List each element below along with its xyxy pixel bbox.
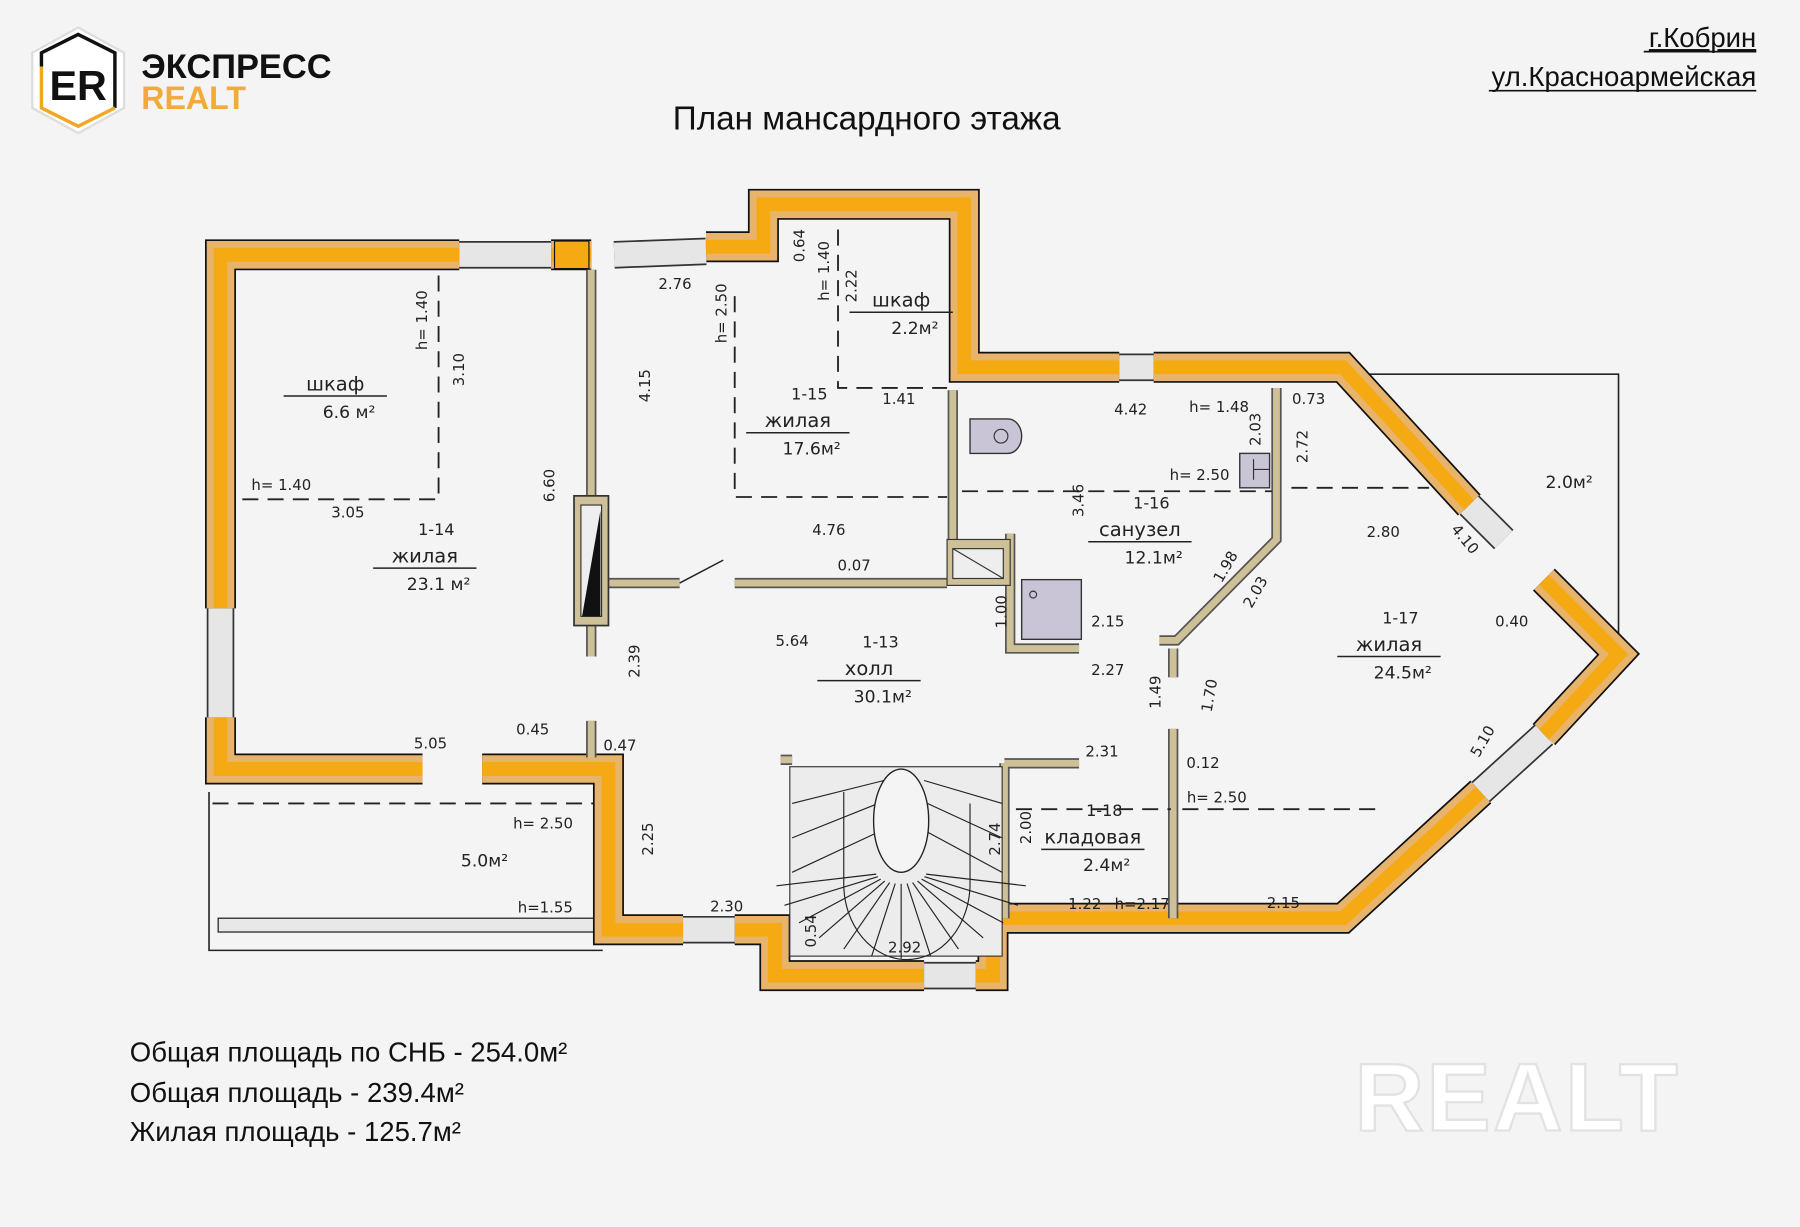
room-number: 1-15 [791,384,827,403]
summary-total-area: Общая площадь - 239.4м² [130,1077,464,1108]
dimension-label: 2.74 [986,822,1004,855]
room-label: шкаф 6.6 м² [283,372,387,423]
sink-icon [1239,452,1271,489]
dimension-label: 3.10 [450,353,468,386]
dimension-label: 5.64 [776,632,809,650]
dimension-label: h= 2.50 [513,815,573,833]
room-number: 1-14 [418,520,454,539]
dimension-label: 2.76 [658,275,691,293]
dimension-label: 1.70 [1198,678,1221,714]
dimension-label: 0.07 [837,556,870,574]
dimension-label: h=1.55 [518,899,573,917]
toilet-icon [969,418,1023,455]
dimension-label: h= 1.40 [815,241,833,301]
dimension-label: 0.12 [1186,754,1219,772]
room-number: 1-18 [1086,801,1122,820]
room-area: 17.6м² [783,440,841,460]
dimension-label: 4.15 [636,369,654,402]
room-area: 6.6 м² [323,403,376,423]
dimension-label: 0.73 [1292,390,1325,408]
dimension-label: 5.10 [1467,722,1499,760]
dimension-label: 3.05 [331,504,364,522]
dimension-label: 1.49 [1147,676,1165,709]
dimension-label: 2.30 [710,897,743,915]
summary-snb-area: Общая площадь по СНБ - 254.0м² [130,1037,567,1068]
watermark: REALT [1355,1045,1681,1152]
dimension-label: 2.31 [1085,742,1118,760]
summary-living-area: Жилая площадь - 125.7м² [130,1116,461,1147]
dimension-label: 0.54 [802,914,820,947]
dimension-label: h= 2.50 [713,283,731,343]
dimension-label: h= 1.48 [1189,398,1249,416]
room-area: 2.0м² [1546,473,1593,493]
room-number: 1-16 [1133,493,1169,512]
dimension-label: 2.72 [1293,430,1311,463]
room-name: санузел [1099,518,1181,541]
logo-line1: ЭКСПРЕСС [141,48,331,86]
dimension-label: 2.92 [888,939,921,957]
room-number: 1-17 [1382,608,1418,627]
logo: ER ЭКСПРЕСС REALT [31,26,332,135]
dimension-label: 0.45 [516,721,549,739]
room-label: 1-14 жилая 23.1 м² [373,520,477,595]
address-city: г.Кобрин [1649,22,1756,53]
dimension-label: 0.47 [603,737,636,755]
dimension-label: 2.03 [1246,413,1264,446]
shower-icon [1020,578,1083,641]
logo-line2: REALT [141,80,246,116]
room-label: 2.0м² [1546,473,1593,493]
dimension-label: 0.40 [1495,613,1528,631]
dimension-label: 4.76 [812,521,845,539]
dimension-label: h=2.17 [1115,895,1170,913]
dimension-label: 1.00 [993,595,1011,628]
dimension-label: h= 2.50 [1170,466,1230,484]
room-label: шкаф 2.2м² [849,288,953,339]
staircase [776,766,1026,961]
dimension-label: 3.46 [1070,484,1088,517]
room-label: 1-16 санузел 12.1м² [1088,493,1192,569]
room-name: шкаф [872,288,930,311]
room-label: 1-18 кладовая 2.4м² [1041,801,1145,876]
room-label: 1-17 жилая 24.5м² [1337,608,1441,683]
room-name: жилая [392,544,458,567]
plan-title: План мансардного этажа [673,101,1061,138]
dimension-label: 1.22 [1068,895,1101,913]
room-number: 1-13 [862,632,898,651]
logo-mark: ER [49,63,106,109]
dimension-label: 5.05 [414,734,447,752]
room-area: 12.1м² [1125,549,1183,569]
room-name: жилая [1356,633,1422,656]
dimension-label: h= 1.40 [251,476,311,494]
room-area: 5.0м² [461,852,508,872]
room-label: 1-15 жилая 17.6м² [746,384,850,460]
dimension-label: h= 2.50 [1187,788,1247,806]
dimension-label: 2.25 [639,822,657,855]
room-area: 2.2м² [891,319,938,339]
dimension-label: 2.39 [625,645,643,678]
room-area: 30.1м² [854,687,912,707]
room-name: холл [845,657,893,680]
dimension-label: 2.80 [1367,523,1400,541]
room-label: 5.0м² [461,852,508,872]
room-name: кладовая [1044,826,1141,849]
partitions [573,269,1282,919]
dimension-label: 2.00 [1017,811,1035,844]
dimension-label: 6.60 [541,469,559,502]
dimension-label: 2.15 [1091,613,1124,631]
dimension-label: 2.15 [1267,894,1300,912]
address-street: ул.Красноармейская [1492,61,1757,92]
room-area: 24.5м² [1374,663,1432,683]
dimension-label: 2.22 [842,269,860,302]
dimension-label: 4.42 [1114,400,1147,418]
room-area: 23.1 м² [407,575,471,595]
room-label: 1-13 холл 30.1м² [817,632,921,707]
dimension-label: 2.27 [1091,661,1124,679]
room-area: 2.4м² [1083,856,1130,876]
dimension-label: h= 1.40 [413,290,431,350]
room-name: шкаф [306,372,364,395]
dimension-label: 0.64 [791,229,809,262]
room-name: жилая [765,409,831,432]
dimension-label: 1.41 [882,390,915,408]
